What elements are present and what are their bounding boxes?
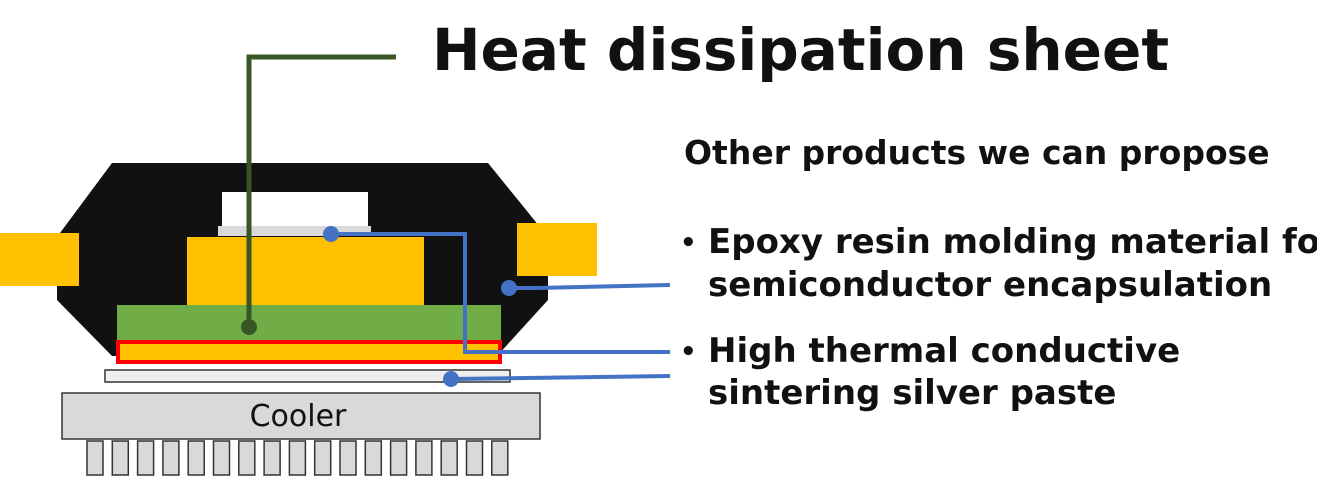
product-2-line-1: High thermal conductive: [708, 331, 1180, 371]
right-lead: [517, 223, 597, 276]
silver-paste-chip-layer: [218, 226, 371, 236]
leader-line-epoxy: [509, 283, 671, 290]
cooler-fin: [187, 440, 205, 476]
chip-window: [222, 192, 368, 228]
bullet-1: •: [680, 228, 697, 258]
cooler-fin: [415, 440, 433, 476]
leader-dot-silver-chip: [323, 226, 339, 242]
leader-line-silver-plate: [450, 374, 671, 381]
cooler-fin: [111, 440, 130, 476]
product-1-line-2: semiconductor encapsulation: [708, 265, 1272, 305]
substrate: [117, 305, 501, 343]
cooler-fin: [212, 440, 231, 476]
product-2-line-2: sintering silver paste: [708, 373, 1116, 413]
title: Heat dissipation sheet: [432, 16, 1169, 84]
cooler-fin: [389, 440, 408, 476]
cooler-fin: [364, 440, 383, 476]
cooler-fin: [339, 440, 357, 476]
cooler-fin: [86, 440, 104, 476]
cooler-fin: [313, 440, 332, 476]
silver-paste-layer: [104, 369, 511, 383]
cooler: [61, 392, 541, 440]
chip: [187, 237, 424, 308]
cooler-fin: [263, 440, 281, 476]
heat-dissipation-sheet: [116, 340, 502, 364]
cooler-fin: [136, 440, 155, 476]
leader-dot-epoxy: [501, 280, 517, 296]
cooler-fin: [440, 440, 458, 476]
subtitle: Other products we can propose: [684, 133, 1270, 172]
leader-line-silver-chip: [331, 232, 670, 354]
cooler-fin: [162, 440, 180, 476]
leader-line-heat-sheet: [246, 54, 396, 327]
bullet-2: •: [680, 337, 697, 367]
cooler-fins: [86, 440, 509, 476]
cooler-fin: [491, 440, 509, 476]
cooler-fin: [465, 440, 484, 476]
cooler-fin: [238, 440, 256, 476]
leader-dot-heat-sheet: [241, 319, 257, 335]
left-lead: [0, 233, 79, 286]
product-1-line-1: Epoxy resin molding material for: [708, 222, 1317, 262]
cooler-fin: [288, 440, 307, 476]
cooler-label: Cooler: [250, 399, 347, 434]
leader-dot-silver-plate: [443, 371, 459, 387]
